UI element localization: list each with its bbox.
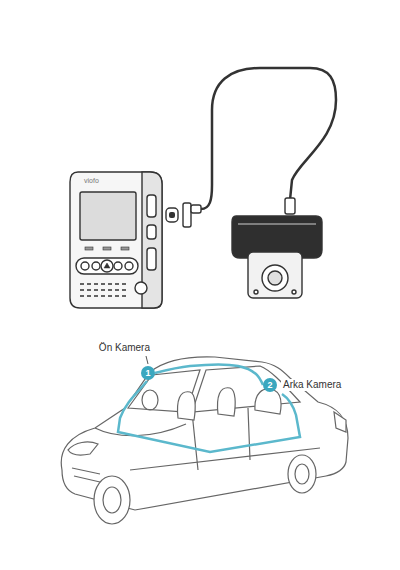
- button: [101, 260, 113, 272]
- dashcam: [70, 172, 162, 308]
- usb-slot: [169, 212, 175, 218]
- button: [81, 262, 89, 270]
- cable-route: [118, 381, 300, 452]
- callout-number: 1: [145, 369, 150, 378]
- plug: [191, 205, 201, 213]
- plug: [183, 203, 191, 227]
- brand-label: viofo: [84, 177, 99, 185]
- door-line: [192, 408, 250, 470]
- screen: [80, 192, 136, 240]
- port: [147, 248, 156, 270]
- front-wheel: [94, 476, 130, 524]
- screw: [254, 290, 258, 294]
- hood-line: [95, 424, 186, 436]
- seat: [218, 388, 236, 416]
- port: [147, 195, 156, 217]
- headlight: [68, 442, 98, 455]
- indicator: [85, 247, 93, 250]
- speaker: [135, 282, 147, 294]
- rear-camera-module: [248, 252, 302, 298]
- usb-socket: [166, 208, 178, 222]
- part-label: Arka Kamera: [281, 379, 343, 391]
- steering-wheel: [142, 390, 158, 410]
- taillight: [334, 412, 346, 432]
- screw: [292, 290, 296, 294]
- part-label: Ön Kamera: [97, 342, 152, 354]
- button-icon: [104, 263, 110, 268]
- lens: [268, 271, 282, 285]
- rear-wheel-hub: [295, 464, 309, 484]
- cable-connector: [155, 364, 263, 385]
- rear-camera: [232, 216, 322, 298]
- rear-wheel: [288, 455, 316, 493]
- cable-plug: [285, 198, 295, 214]
- dashcam-body: [70, 172, 162, 308]
- indicator: [121, 247, 129, 250]
- indicator: [103, 247, 111, 250]
- grill: [80, 284, 128, 296]
- cable: [201, 68, 336, 209]
- callout-circle: 2Arka Kamera: [263, 378, 277, 392]
- port: [147, 225, 156, 239]
- grille: [72, 468, 100, 482]
- callout-circle: Ön Kamera1: [141, 366, 155, 380]
- car: [61, 357, 348, 524]
- button-row: [76, 258, 138, 274]
- housing-line: [238, 224, 316, 225]
- leader-line: [146, 356, 148, 364]
- lens: [262, 265, 288, 291]
- rear-seat: [255, 389, 281, 414]
- button: [92, 262, 100, 270]
- seat: [178, 392, 196, 420]
- callout-number: 2: [267, 381, 272, 390]
- button: [114, 262, 122, 270]
- front-wheel-hub: [103, 487, 121, 513]
- button: [125, 262, 133, 270]
